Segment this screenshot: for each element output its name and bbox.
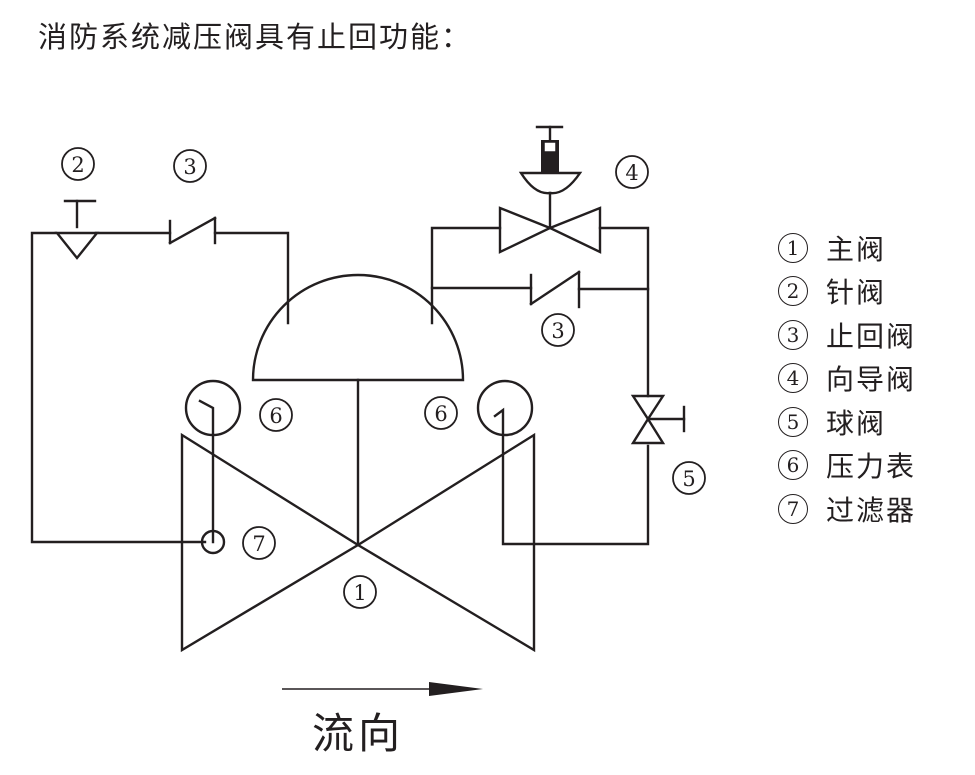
svg-text:6: 6 xyxy=(434,402,447,426)
svg-text:2: 2 xyxy=(71,153,84,177)
main-valve-right-triangle xyxy=(355,432,536,653)
legend-label: 针阀 xyxy=(826,276,887,310)
pilot-valve-right-triangle xyxy=(547,206,602,254)
check-valve-right-disc xyxy=(529,270,581,306)
left-control-line xyxy=(30,231,290,544)
svg-text:1: 1 xyxy=(353,581,366,605)
check-valve-top-disc xyxy=(168,216,217,245)
legend-label: 主阀 xyxy=(826,232,887,266)
pipe-pilot-to-ball xyxy=(598,226,650,398)
legend-item: 3 止回阀 xyxy=(778,313,916,357)
callout-main-valve: 1 xyxy=(343,575,377,609)
pipe-dome-to-pilot xyxy=(430,226,502,325)
right-control-line xyxy=(430,226,650,398)
legend-item: 6 压力表 xyxy=(778,444,916,488)
pipe-gauge-to-ball-valve xyxy=(493,407,650,546)
legend-label: 压力表 xyxy=(826,450,917,484)
ball-valve-bottom-triangle xyxy=(630,416,666,445)
svg-text:3: 3 xyxy=(183,155,196,179)
legend-number: 5 xyxy=(778,406,808,437)
callout-filter: 7 xyxy=(242,526,276,560)
legend-label: 球阀 xyxy=(826,406,887,440)
ball-valve xyxy=(630,394,686,445)
callout-gauge-left: 6 xyxy=(259,398,293,432)
pressure-gauge-right xyxy=(476,379,534,437)
callout-gauge-right: 6 xyxy=(424,396,458,430)
callout-pilot-valve: 4 xyxy=(615,155,649,189)
pressure-gauge-right-group xyxy=(476,379,650,546)
legend-label: 向导阀 xyxy=(826,363,917,397)
legend-label: 过滤器 xyxy=(826,493,917,527)
legend-item: 1 主阀 xyxy=(778,226,916,270)
flow-arrow-head xyxy=(429,682,483,696)
diaphragm-chamber xyxy=(251,273,465,382)
callout-ball-valve: 5 xyxy=(672,461,706,495)
pipe-needle-to-filter xyxy=(30,231,207,544)
legend-number: 6 xyxy=(778,450,808,481)
svg-text:6: 6 xyxy=(269,404,282,428)
legend-item: 7 过滤器 xyxy=(778,487,916,531)
filter-to-gauge-line xyxy=(198,399,215,544)
legend-label: 止回阀 xyxy=(826,319,917,353)
legend-number: 3 xyxy=(778,319,808,350)
legend-number: 1 xyxy=(778,232,808,263)
pilot-valve-spring-window xyxy=(543,141,557,153)
pilot-valve-left-triangle xyxy=(498,206,553,254)
svg-text:3: 3 xyxy=(551,319,564,343)
callout-check-valve-right: 3 xyxy=(541,313,575,347)
legend-number: 4 xyxy=(778,363,808,394)
check-valve-top xyxy=(168,216,217,245)
legend-item: 4 向导阀 xyxy=(778,357,916,401)
svg-text:4: 4 xyxy=(625,161,638,185)
pilot-valve xyxy=(498,125,602,254)
page-title: 消防系统减压阀具有止回功能： xyxy=(38,20,473,54)
legend-item: 2 针阀 xyxy=(778,270,916,314)
pipe-dome-to-check xyxy=(213,231,290,325)
needle-valve xyxy=(54,199,100,260)
svg-text:7: 7 xyxy=(252,532,265,556)
legend-item: 5 球阀 xyxy=(778,400,916,444)
diaphragm-dome xyxy=(251,273,465,382)
legend-number: 2 xyxy=(778,276,808,307)
ball-valve-top-triangle xyxy=(630,394,666,422)
legend-number: 7 xyxy=(778,493,808,524)
flow-direction-arrow xyxy=(282,682,483,696)
needle-valve-triangle xyxy=(54,231,100,260)
filter xyxy=(198,399,226,555)
pressure-gauge-left xyxy=(184,379,242,437)
legend: 1 主阀 2 针阀 3 止回阀 4 向导阀 5 球阀 6 压力表 7 过滤器 xyxy=(778,226,916,531)
callout-check-valve-top: 3 xyxy=(173,149,207,183)
callout-needle-valve: 2 xyxy=(61,147,95,181)
pilot-valve-actuator xyxy=(518,171,583,195)
flow-direction-label: 流向 xyxy=(312,709,405,758)
main-valve-left-triangle xyxy=(180,432,361,653)
svg-text:5: 5 xyxy=(682,467,695,491)
check-valve-right xyxy=(529,270,581,309)
